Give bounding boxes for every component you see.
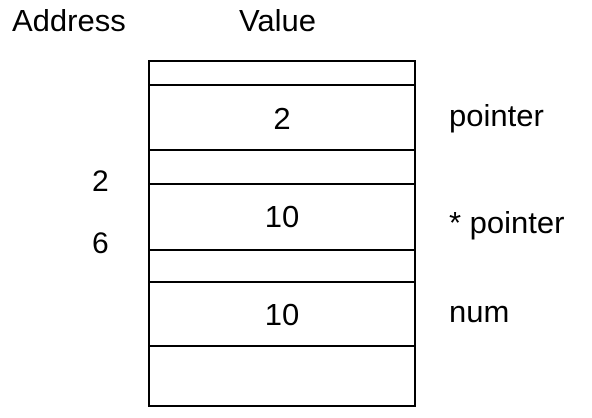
memory-cell bbox=[150, 345, 414, 405]
address-column-header: Address bbox=[12, 3, 126, 38]
address-label: 6 bbox=[92, 227, 109, 260]
cell-value: 2 bbox=[273, 101, 291, 136]
memory-stack: 2 10 10 bbox=[148, 60, 416, 407]
memory-cell bbox=[150, 249, 414, 282]
cell-value: 10 bbox=[264, 297, 300, 332]
memory-cell bbox=[150, 62, 414, 84]
memory-cell: 2 bbox=[150, 84, 414, 149]
memory-cell: 10 bbox=[150, 281, 414, 345]
memory-cell bbox=[150, 149, 414, 185]
cell-value: 10 bbox=[264, 199, 300, 234]
variable-label: pointer bbox=[449, 98, 544, 133]
value-column-header: Value bbox=[239, 3, 316, 38]
variable-label: * pointer bbox=[449, 205, 565, 240]
memory-cell: 10 bbox=[150, 183, 414, 249]
address-label: 2 bbox=[92, 165, 109, 198]
variable-label: num bbox=[449, 294, 510, 329]
